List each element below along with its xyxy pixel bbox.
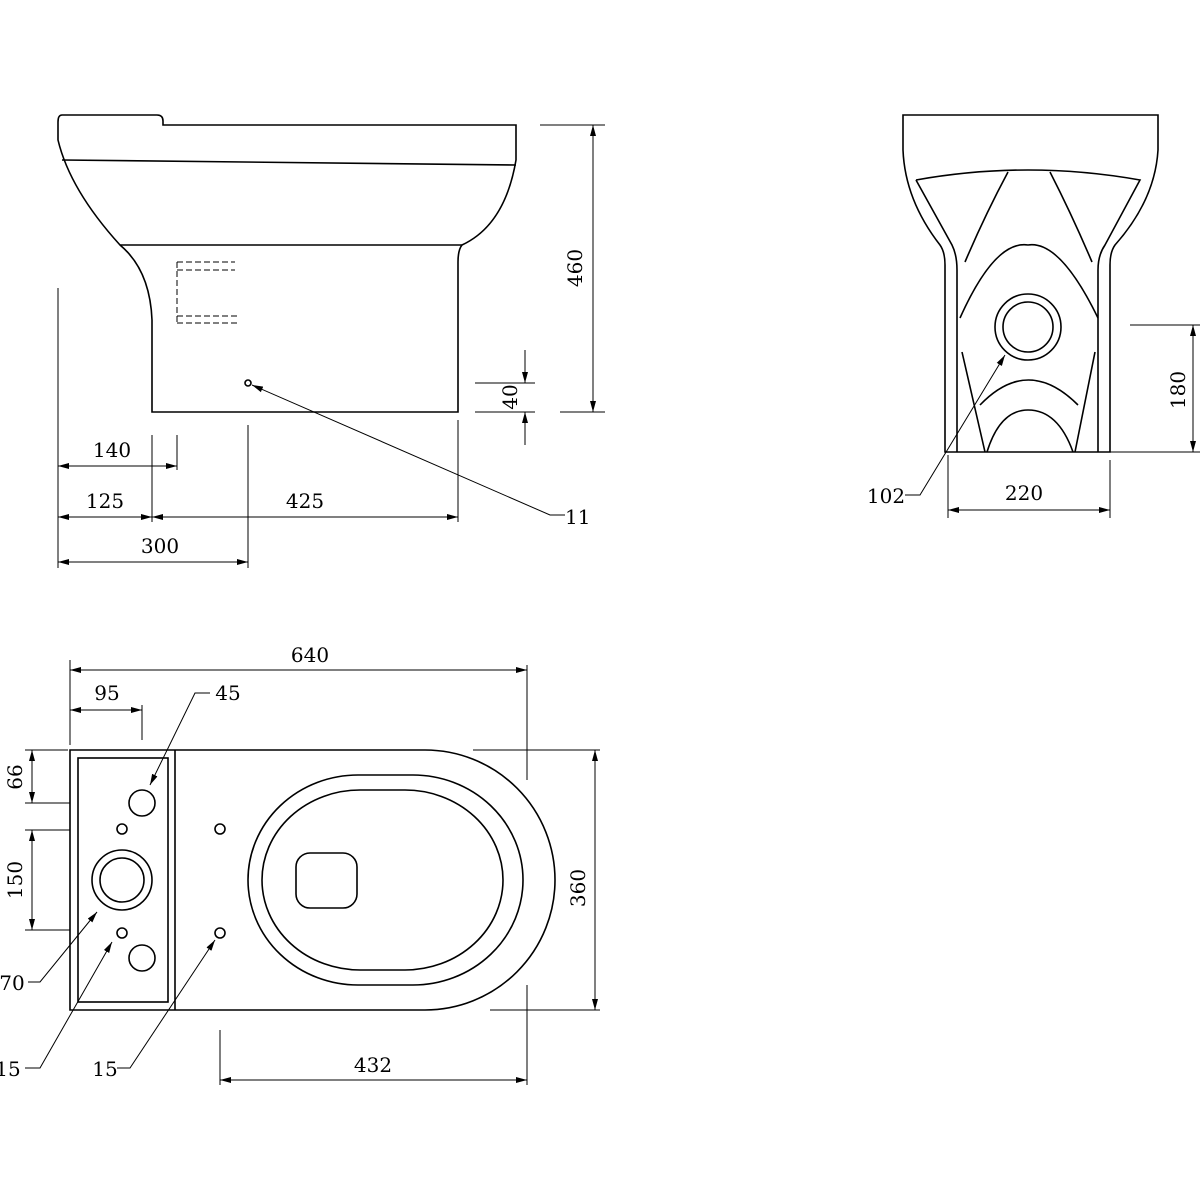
dim-432: 432: [354, 1053, 392, 1077]
label-hole-45: 45: [215, 681, 240, 705]
dim-width-360: 360: [566, 869, 590, 907]
dim-140: 140: [93, 438, 131, 462]
label-hole-15-pan: 15: [92, 1057, 117, 1081]
dim-425: 425: [286, 489, 324, 513]
label-outlet-diameter: 102: [867, 484, 905, 508]
dim-inlet-height: 40: [498, 384, 522, 409]
dim-66: 66: [3, 764, 27, 789]
dim-150: 150: [3, 861, 27, 899]
label-hole-15-tank: 15: [0, 1057, 21, 1081]
top-view: 640 95 45 66 150 70 360 15 15 432: [0, 643, 600, 1085]
label-fixing-hole: 11: [565, 505, 590, 529]
dim-125: 125: [86, 489, 124, 513]
outlet-outer-icon: [994, 293, 1062, 361]
label-hole-70: 70: [0, 971, 25, 995]
dim-height-total: 460: [563, 249, 587, 287]
dim-length-640: 640: [291, 643, 329, 667]
side-view: 460 40 140 125 425 300 11: [57, 114, 605, 568]
front-view: 180 102 220: [867, 114, 1200, 518]
dim-outlet-height: 180: [1166, 371, 1190, 409]
dim-width-220: 220: [1005, 481, 1043, 505]
fixing-hole-icon: [244, 379, 252, 387]
dim-95: 95: [94, 681, 119, 705]
dim-300: 300: [141, 534, 179, 558]
outlet-inner-icon: [1002, 301, 1054, 353]
